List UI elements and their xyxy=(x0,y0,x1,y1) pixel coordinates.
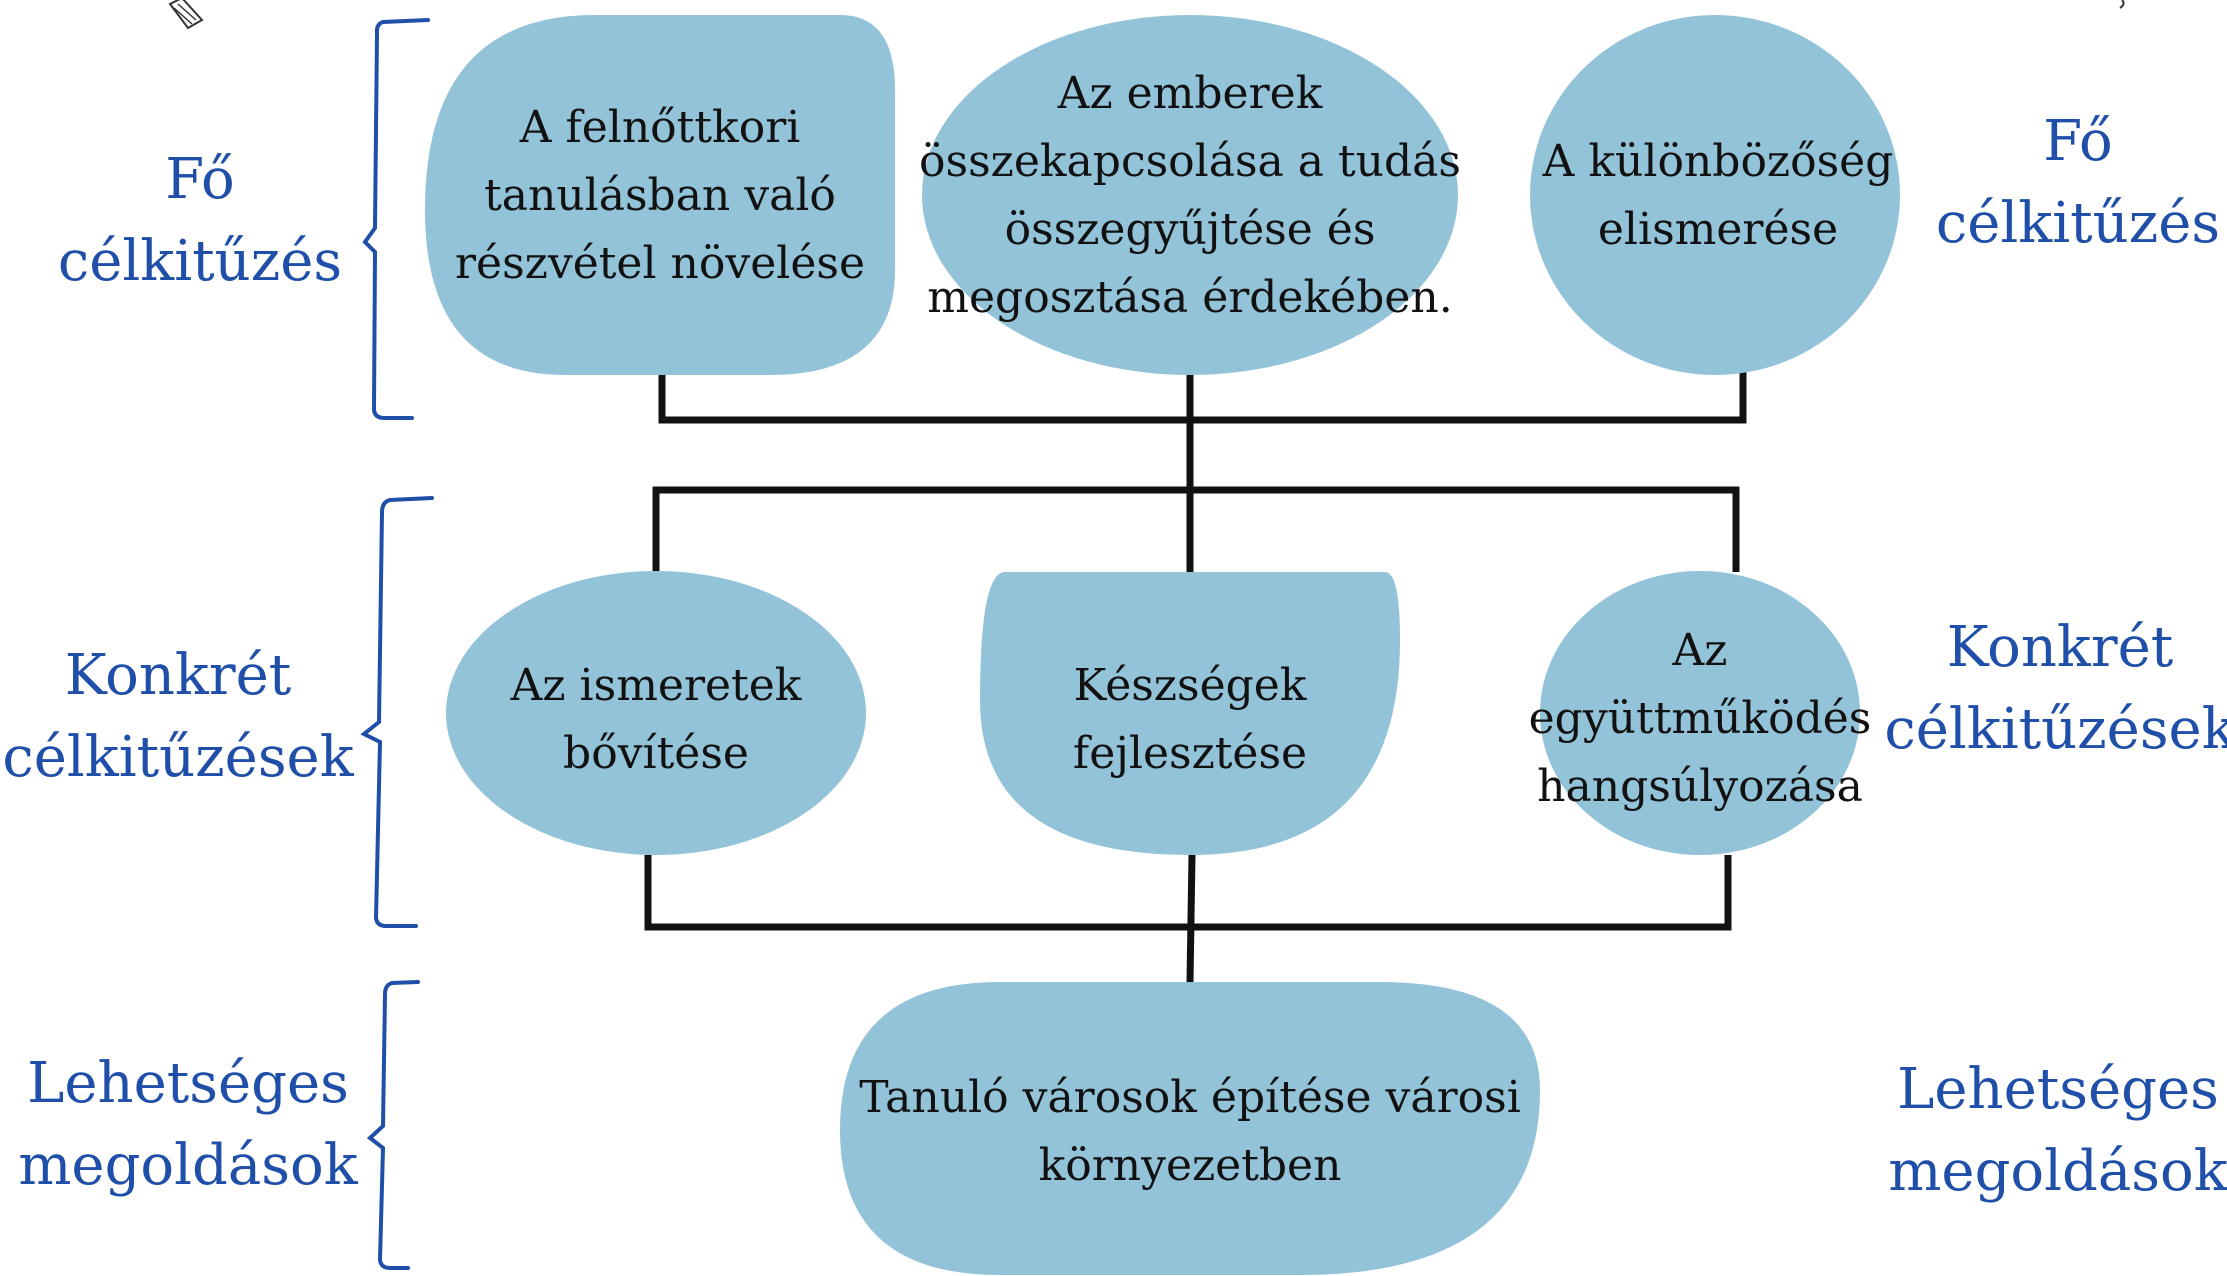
node-main-3-line-2: elismerése xyxy=(1598,204,1838,255)
node-specific-3-line-2: együttműködés xyxy=(1529,693,1872,744)
node-specific-3 xyxy=(1540,571,1860,855)
connector-specific-bus xyxy=(652,486,1740,572)
label-left-specific-2: célkitűzések xyxy=(2,725,354,790)
node-specific-2-line-2: fejlesztése xyxy=(1073,728,1307,779)
node-specific-1-line-2: bővítése xyxy=(563,728,749,779)
connector-lines xyxy=(644,370,1747,983)
label-right-specific-1: Konkrét xyxy=(1947,615,2174,680)
corner-mark xyxy=(2119,0,2125,9)
label-right-solutions-1: Lehetséges xyxy=(1897,1057,2219,1122)
node-solution-1-line-1: Tanuló városok építése városi xyxy=(859,1072,1521,1123)
bracket-main xyxy=(362,18,430,420)
label-right-main-2: célkitűzés xyxy=(1936,191,2220,256)
label-left-main-2: célkitűzés xyxy=(58,229,342,294)
node-specific-2 xyxy=(980,572,1400,855)
node-solution-1-line-2: környezetben xyxy=(1039,1140,1342,1191)
node-specific-3-line-1: Az xyxy=(1672,625,1728,676)
label-left-solutions-1: Lehetséges xyxy=(27,1051,349,1116)
label-right-specific-2: célkitűzések xyxy=(1884,697,2227,762)
node-main-2-line-4: megosztása érdekében. xyxy=(927,272,1452,323)
node-main-2-line-3: összegyűjtése és xyxy=(1005,204,1376,255)
bracket-specific xyxy=(360,496,434,928)
node-specific-1-line-1: Az ismeretek xyxy=(510,660,802,711)
label-left-solutions-2: megoldások xyxy=(18,1133,358,1198)
node-main-1-line-2: tanulásban való xyxy=(484,170,836,221)
node-main-1 xyxy=(425,15,895,375)
node-solution-1 xyxy=(840,982,1540,1275)
node-main-2-line-2: összekapcsolása a tudás xyxy=(919,136,1461,187)
pencil-icon xyxy=(168,0,204,30)
bracket-solutions xyxy=(366,980,420,1270)
node-specific-3-line-3: hangsúlyozása xyxy=(1537,761,1863,812)
node-main-1-line-3: részvétel növelése xyxy=(455,238,865,289)
node-specific-2-line-1: Készségek xyxy=(1074,660,1307,711)
label-right-solutions-2: megoldások xyxy=(1888,1139,2227,1204)
node-specific-1 xyxy=(446,571,866,855)
connector-solutions-center xyxy=(1186,854,1196,983)
label-left-main-1: Fő xyxy=(165,147,235,212)
label-left-specific-1: Konkrét xyxy=(65,643,292,708)
node-main-3 xyxy=(1530,15,1900,375)
node-main-2-line-1: Az emberek xyxy=(1057,68,1323,119)
node-main-3-line-1: A különbözőség xyxy=(1542,136,1894,187)
label-right-main-1: Fő xyxy=(2043,109,2113,174)
node-main-2 xyxy=(922,15,1458,375)
connector-main-bus xyxy=(658,370,1747,424)
node-main-1-line-1: A felnőttkori xyxy=(519,102,801,153)
